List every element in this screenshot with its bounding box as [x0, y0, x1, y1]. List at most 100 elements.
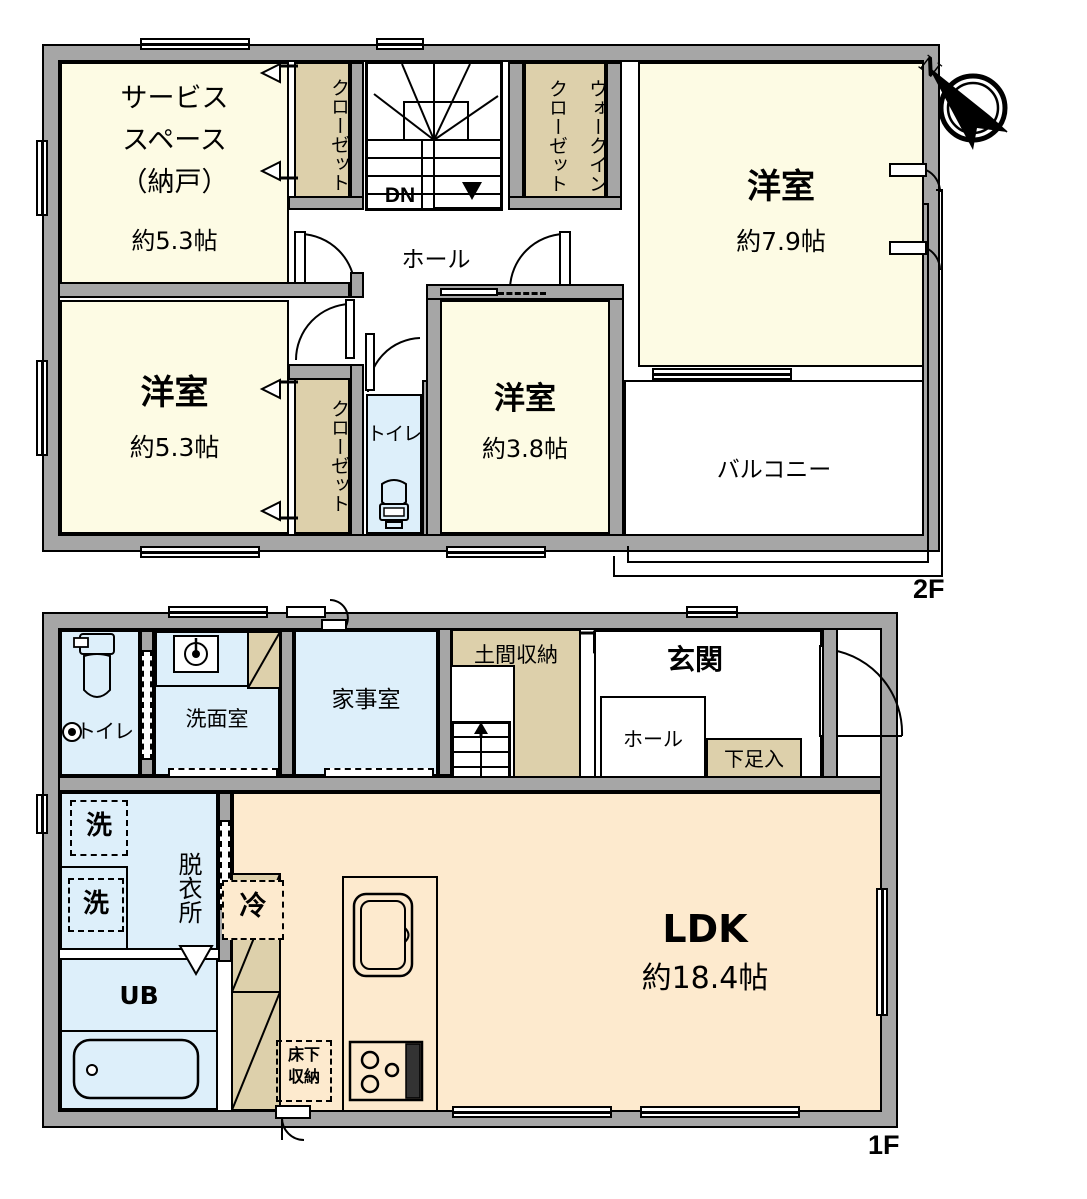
closet-service-arrow-top [259, 62, 298, 84]
door-utility-top [321, 599, 349, 631]
door-toilet-2f [365, 333, 421, 393]
room-western-5-3-area: 約5.3帖 [129, 433, 220, 462]
room-western-3-8-area: 約3.8帖 [481, 435, 569, 463]
wall-closet-service-bottom [288, 196, 364, 210]
wall-washroom-right [280, 630, 294, 776]
closet-western-5-3 [294, 378, 350, 534]
window-2f-right-upper [889, 163, 942, 193]
vanity-sink-icon [155, 631, 257, 687]
window-1f-bottom-mid-2-mullion [640, 1111, 800, 1114]
storage-shoe [706, 738, 802, 780]
room-toilet-1f-label: トイレ [76, 719, 134, 743]
window-2f-left-upper-mullion [41, 140, 44, 216]
room-western-3-8 [440, 300, 610, 534]
wall-2f-hall-stub-left [350, 272, 364, 298]
window-2f-bottom-left-mullion [140, 551, 260, 554]
wall-wic-bottom [508, 196, 622, 210]
room-western-7-9-area: 約7.9帖 [736, 227, 826, 256]
wall-western38-left [426, 284, 442, 536]
storage-doma-label: 土間収納 [474, 643, 558, 667]
stair-2f-direction-label: DN [384, 184, 416, 207]
kitchen-stove-icon [348, 1040, 424, 1102]
washroom-corner-storage [247, 631, 281, 689]
room-western-7-9 [638, 62, 924, 367]
room-ldk [232, 792, 882, 1112]
room-western-5-3-label: 洋室 [140, 373, 209, 413]
room-western-7-9-label: 洋室 [747, 167, 815, 207]
closet-western-5-3-label: クローゼット [328, 399, 350, 513]
wall-wic-left [508, 62, 524, 210]
floor-label-1f: 1F [868, 1130, 900, 1160]
stair-2f-treads [365, 61, 503, 211]
washer-marker-upper-label: 洗 [85, 811, 112, 841]
window-2f-top-left-mullion [140, 43, 250, 46]
window-western38-top [440, 288, 498, 296]
room-ldk-area: 約18.4帖 [641, 961, 769, 996]
room-hall-1f-label: ホール [623, 727, 683, 751]
vent-western38 [498, 290, 546, 295]
wall-utility-right [438, 628, 452, 776]
door-ldk-bottom [275, 1105, 311, 1141]
room-toilet-2f-label: トイレ [366, 423, 422, 445]
floor-label-2f: 2F [913, 574, 945, 604]
window-2f-top-stair-mullion [376, 43, 424, 46]
fridge-marker [222, 880, 284, 940]
window-2f-right-lower [889, 241, 942, 271]
wall-1f-mid-horizontal [58, 776, 882, 792]
door-western-5-3 [295, 299, 355, 361]
compass-rose: N [914, 51, 1008, 150]
closet-service-space-label: クローゼット [328, 78, 350, 192]
room-hall-2f-label: ホール [401, 247, 471, 273]
room-balcony-label: バルコニー [716, 457, 832, 483]
closet-western53-arrow-bottom [259, 500, 298, 522]
room-ldk-label: LDK [662, 907, 748, 951]
window-1f-bottom-mid-1-mullion [452, 1111, 612, 1114]
fridge-marker-label: 冷 [239, 891, 267, 922]
toilet-fixture-2f-icon [379, 479, 409, 529]
wall-wic-right [606, 62, 622, 210]
room-entrance-label: 玄関 [666, 643, 723, 676]
room-service-space-label-1: サービス [120, 83, 229, 114]
closet-western53-arrow-top [259, 378, 298, 400]
window-2f-left-lower-mullion [41, 360, 44, 456]
toilet-fixture-1f-icon [73, 633, 115, 698]
window-1f-top-near-washroom [286, 606, 326, 618]
inner-wall-changing-lower-left [60, 866, 128, 950]
under-floor-storage-label-1: 床下 [287, 1045, 320, 1064]
window-1f-left-upper-mullion [41, 794, 44, 834]
door-toilet-1f-slider [142, 650, 152, 760]
room-service-space-area: 約5.3帖 [131, 227, 218, 255]
room-washroom-label: 洗面室 [185, 707, 249, 731]
bathtub-icon [66, 1034, 212, 1104]
under-floor-storage-marker [276, 1040, 332, 1102]
room-service-space-label-2: スペース [122, 125, 227, 156]
wall-2f-mid-horizontal-left [58, 282, 350, 298]
window-2f-bottom-mid-mullion [446, 551, 546, 554]
stair-1f-treads [451, 721, 511, 783]
room-changing [60, 792, 218, 950]
room-utility-label: 家事室 [331, 687, 401, 713]
closet-walk-in-label-col2: ウォークイン [586, 79, 608, 193]
door-walk-in-closet [509, 231, 571, 289]
ub-divider [62, 1030, 216, 1032]
washer-marker-lower [68, 878, 124, 932]
room-utility [294, 630, 438, 776]
closet-service-arrow-bottom [259, 160, 298, 182]
room-service-space-label-3: （納戸） [120, 167, 229, 198]
closet-walk-in-label-col1: クローゼット [546, 79, 568, 193]
wall-entrance-right [822, 628, 838, 784]
room-balcony [624, 380, 924, 536]
door-unit-bath [178, 945, 214, 977]
room-western-3-8-label: 洋室 [494, 381, 556, 417]
washer-marker-lower-label: 洗 [82, 889, 109, 919]
wall-closet53-right [350, 364, 364, 536]
under-floor-storage-label-2: 収納 [287, 1067, 320, 1086]
window-1f-right-mullion [881, 888, 884, 1016]
window-1f-top-left-mullion [168, 611, 268, 614]
window-entrance-top-mullion [686, 611, 738, 614]
storage-shoe-label: 下足入 [724, 747, 784, 771]
room-changing-label: 脱衣所 [174, 852, 202, 924]
washer-marker-upper [70, 800, 128, 856]
room-unit-bath-label: UB [119, 981, 159, 1010]
